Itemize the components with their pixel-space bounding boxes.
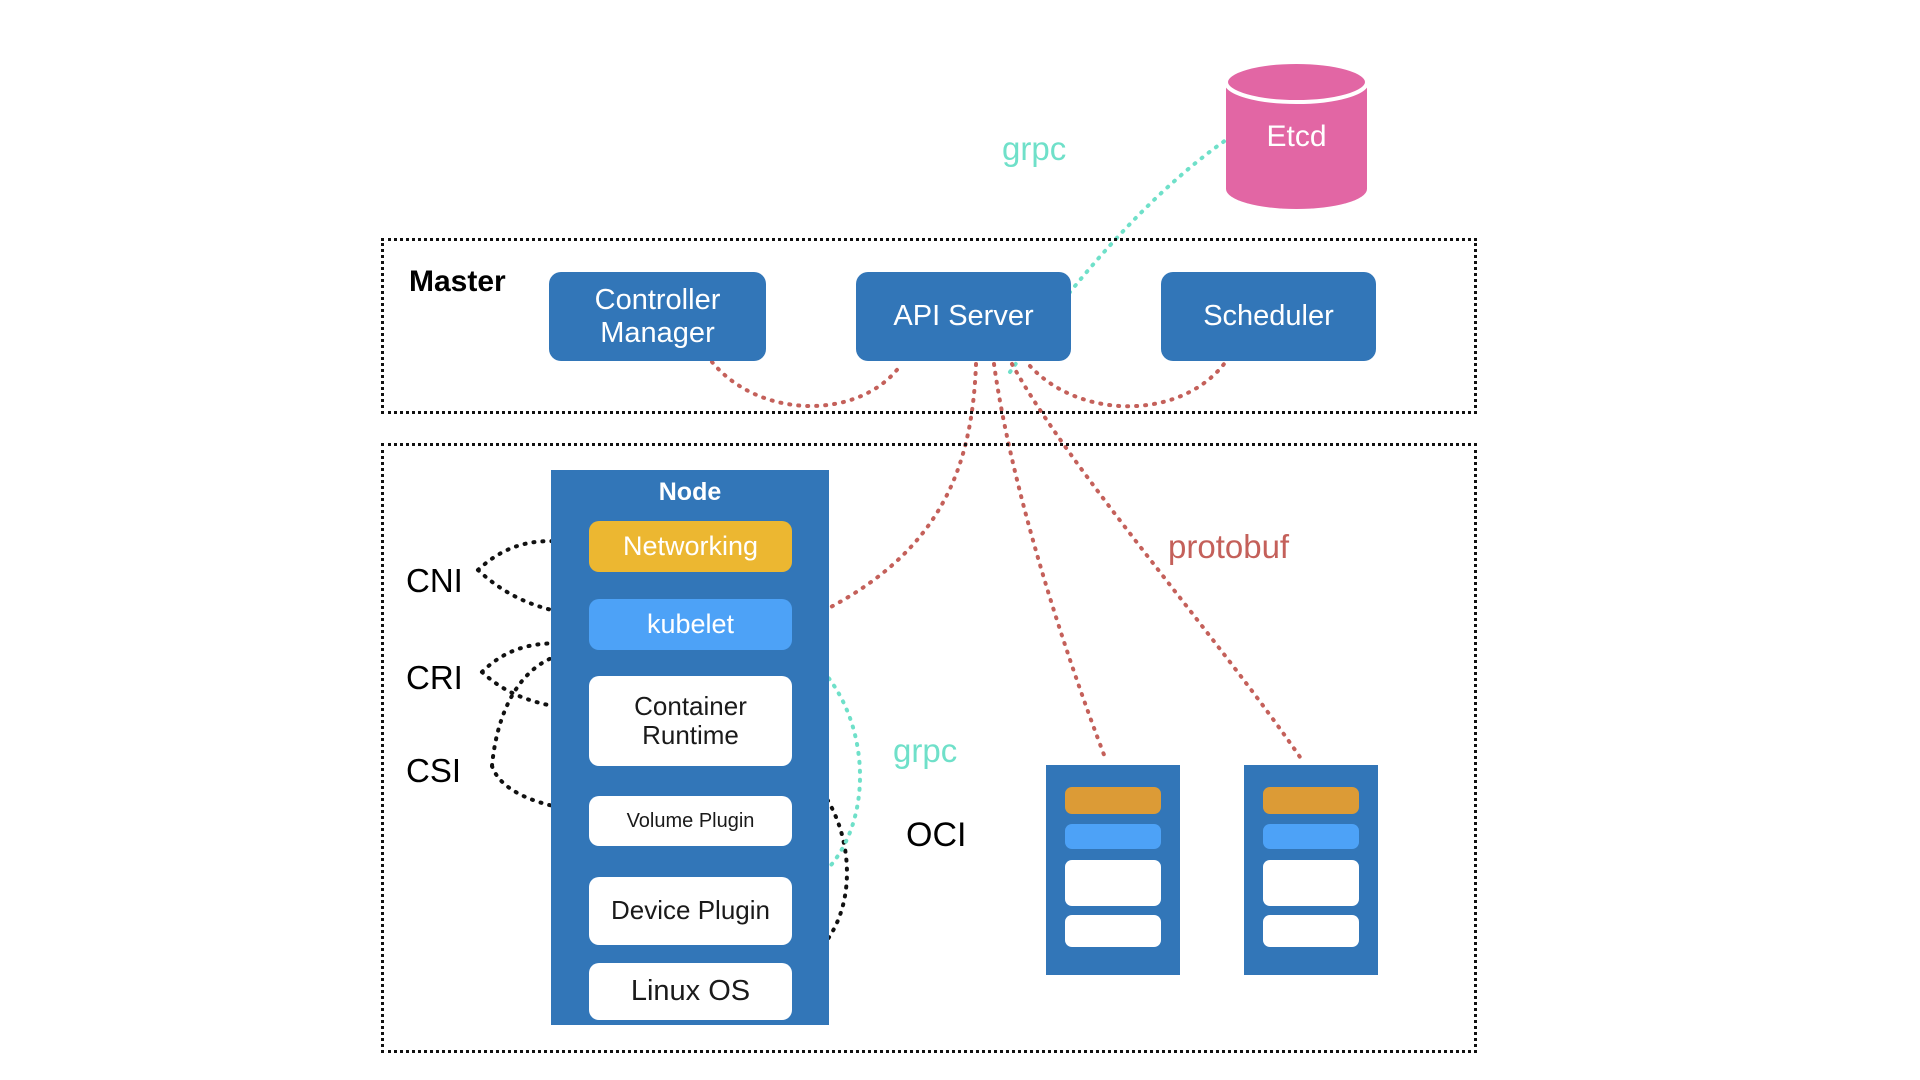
pod-1-kubelet-slot: [1065, 824, 1161, 849]
cni-label: CNI: [406, 562, 463, 599]
pod-2-kubelet-slot: [1263, 824, 1359, 849]
master-group-container: [381, 238, 1477, 414]
grpc-etcd-label: grpc: [1002, 130, 1067, 167]
master-group-title: Master: [409, 265, 506, 298]
node-volume-plugin-box[interactable]: Volume Plugin: [589, 796, 792, 846]
api-server-box[interactable]: API Server: [856, 272, 1071, 361]
node-device-plugin-box[interactable]: Device Plugin: [589, 877, 792, 945]
oci-label: OCI: [906, 816, 967, 854]
grpc-node-label: grpc: [893, 732, 958, 769]
pod-1-networking-slot: [1065, 787, 1161, 814]
pod-1-container-slot-1: [1065, 860, 1161, 906]
pod-box-2[interactable]: [1244, 765, 1378, 975]
pod-box-1[interactable]: [1046, 765, 1180, 975]
cri-label: CRI: [406, 659, 463, 696]
protobuf-label: protobuf: [1168, 528, 1290, 565]
pod-2-networking-slot: [1263, 787, 1359, 814]
pod-2-container-slot-1: [1263, 860, 1359, 906]
pod-1-container-slot-2: [1065, 915, 1161, 947]
node-container-runtime-box[interactable]: Container Runtime: [589, 676, 792, 766]
node-title: Node: [658, 478, 722, 506]
scheduler-box[interactable]: Scheduler: [1161, 272, 1376, 361]
pod-2-container-slot-2: [1263, 915, 1359, 947]
etcd-label: Etcd: [1266, 120, 1327, 153]
node-networking-box[interactable]: Networking: [589, 521, 792, 572]
node-linux-os-box[interactable]: Linux OS: [589, 963, 792, 1020]
csi-label: CSI: [406, 752, 462, 789]
etcd-cylinder: [1226, 62, 1367, 209]
controller-manager-box[interactable]: Controller Manager: [549, 272, 766, 361]
nodes-group-container: [381, 443, 1477, 1053]
node-kubelet-box[interactable]: kubelet: [589, 599, 792, 650]
